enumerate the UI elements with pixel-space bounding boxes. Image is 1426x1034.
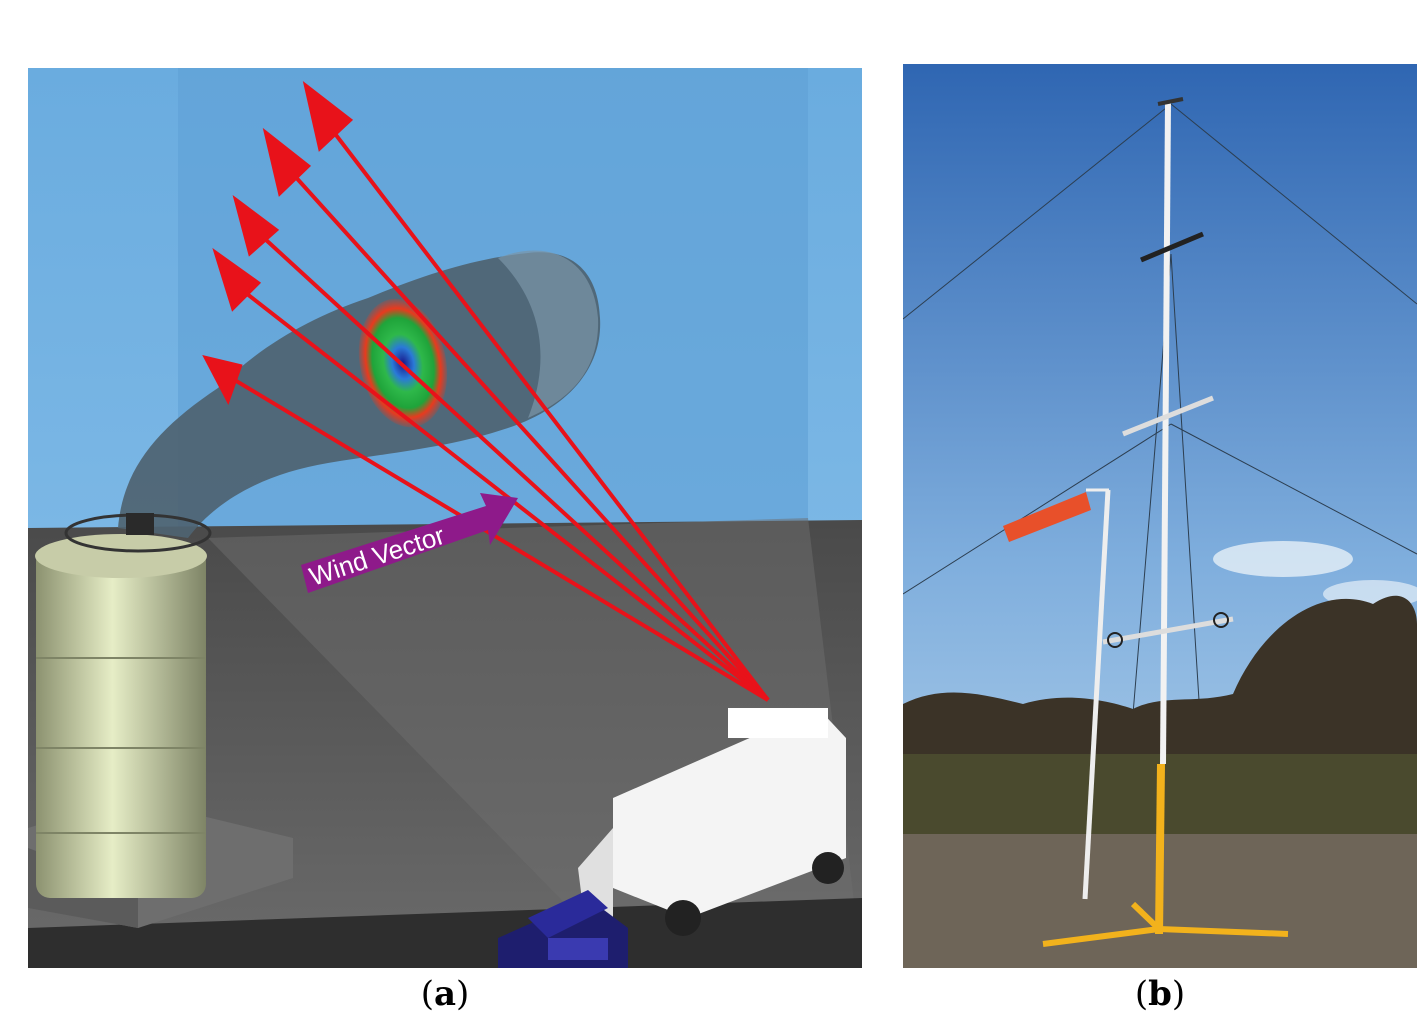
mast-photo-scene [903,64,1417,968]
caption-b-letter: b [1148,974,1172,1014]
windsock-pole [1082,488,1111,900]
plume-end [498,250,599,418]
panel-b-photo [903,64,1417,968]
guy-wires [903,103,1417,765]
cloud [1213,541,1353,577]
road [28,898,862,968]
caption-b: (b) [1134,974,1186,1014]
windsock [1003,492,1091,542]
lidar-truck [498,708,846,968]
caption-a-letter: a [433,974,457,1014]
caption-a: (a) [420,974,470,1014]
render-scene: Wind Vector [28,68,862,968]
mast-tripod [1042,901,1289,947]
lidar-beams [202,81,770,702]
panel-a-render: Wind Vector [28,68,862,968]
storage-tank [28,513,293,928]
met-mast [1102,97,1234,935]
